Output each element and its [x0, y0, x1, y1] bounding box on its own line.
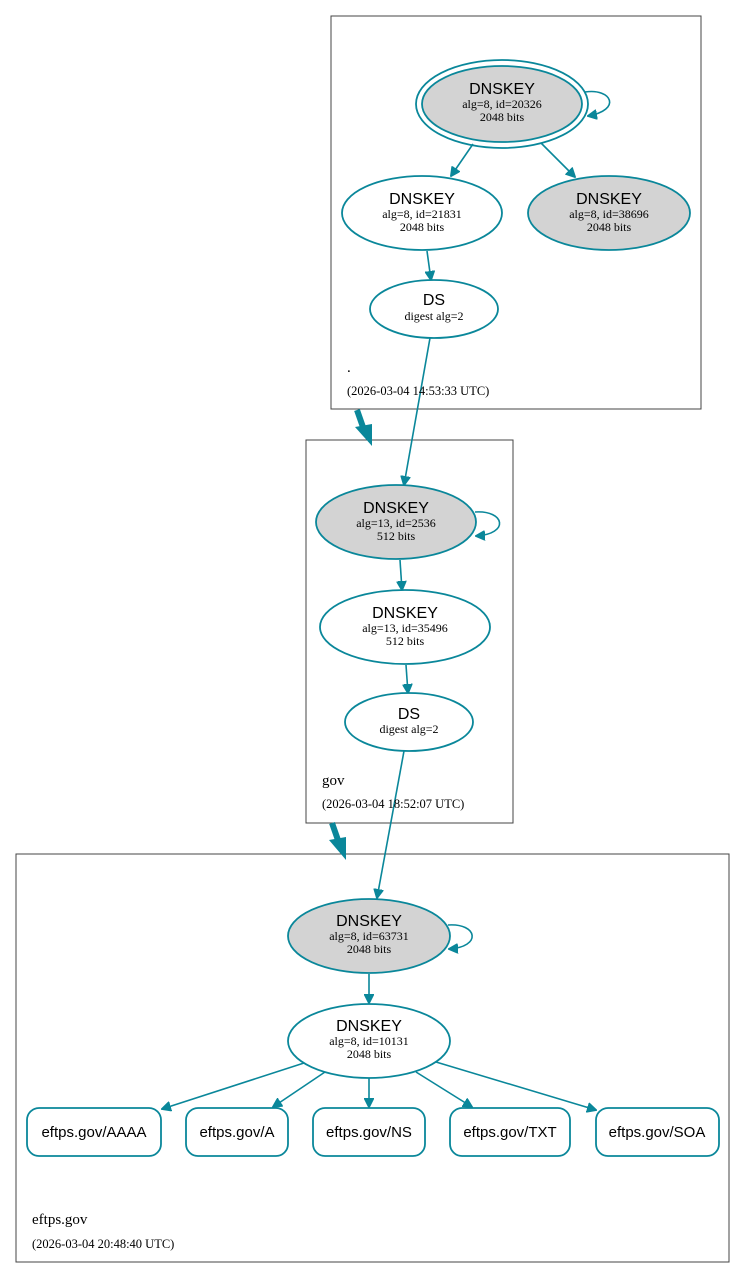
- edge-rootksk-to-zsk1: [451, 143, 474, 176]
- node-key-info: alg=13, id=35496: [362, 621, 448, 635]
- zone-box-gov: [305, 439, 514, 824]
- edge-rootksk-selfsign: [584, 90, 611, 116]
- eftps-zsk-node[interactable]: DNSKEY alg=8, id=10131 2048 bits: [287, 1003, 451, 1079]
- zone-box-eftps: [15, 853, 730, 1263]
- node-key-info: alg=13, id=2536: [356, 516, 436, 530]
- gov-ds-node[interactable]: DS digest alg=2: [344, 692, 474, 752]
- rrset-soa[interactable]: eftps.gov/SOA: [595, 1107, 720, 1157]
- node-key-size: 512 bits: [377, 529, 416, 543]
- node-digest-info: digest alg=2: [379, 722, 438, 736]
- node-title: DS: [398, 706, 420, 723]
- node-title: DS: [423, 292, 445, 309]
- node-key-size: 512 bits: [386, 634, 425, 648]
- node-title: DNSKEY: [389, 191, 455, 208]
- edge-zsk-to-a: [273, 1071, 326, 1107]
- delegation-arrow-gov-to-eftps: [329, 822, 346, 860]
- rrset-label: eftps.gov/A: [199, 1124, 274, 1141]
- zone-timestamp-gov: (2026-03-04 18:52:07 UTC): [322, 797, 464, 811]
- edge-rootksk-to-zsk2: [540, 142, 575, 177]
- edge-zsk-to-aaaa: [162, 1062, 305, 1109]
- root-ksk-node[interactable]: DNSKEY alg=8, id=20326 2048 bits: [415, 59, 589, 149]
- node-title: DNSKEY: [576, 191, 642, 208]
- edge-govzsk-to-ds: [406, 664, 408, 693]
- zone-timestamp-eftps: (2026-03-04 20:48:40 UTC): [32, 1237, 174, 1251]
- node-key-info: alg=8, id=63731: [329, 929, 409, 943]
- zone-timestamp-root: (2026-03-04 14:53:33 UTC): [347, 384, 489, 398]
- edge-zsk-to-soa: [435, 1061, 596, 1110]
- rrset-label: eftps.gov/TXT: [463, 1124, 556, 1141]
- node-key-info: alg=8, id=38696: [569, 207, 649, 221]
- rrset-aaaa[interactable]: eftps.gov/AAAA: [26, 1107, 162, 1157]
- node-title: DNSKEY: [363, 500, 429, 517]
- node-key-size: 2048 bits: [480, 110, 525, 124]
- rrset-a[interactable]: eftps.gov/A: [185, 1107, 289, 1157]
- node-title: DNSKEY: [336, 913, 402, 930]
- rrset-ns[interactable]: eftps.gov/NS: [312, 1107, 426, 1157]
- edge-govksk-to-zsk: [400, 559, 402, 590]
- rrset-label: eftps.gov/NS: [326, 1124, 412, 1141]
- gov-zsk-node[interactable]: DNSKEY alg=13, id=35496 512 bits: [319, 589, 491, 665]
- edge-rootds-to-govksk: [404, 337, 431, 485]
- edge-eftpsksk-selfsign: [448, 924, 473, 949]
- node-key-size: 2048 bits: [587, 220, 632, 234]
- gov-ksk-node[interactable]: DNSKEY alg=13, id=2536 512 bits: [315, 484, 477, 560]
- zone-label-gov: gov: [322, 773, 345, 789]
- edge-rootzsk1-to-ds: [427, 250, 431, 280]
- node-title: DNSKEY: [469, 81, 535, 98]
- rrset-txt[interactable]: eftps.gov/TXT: [449, 1107, 571, 1157]
- root-zsk2-node[interactable]: DNSKEY alg=8, id=38696 2048 bits: [527, 175, 691, 251]
- node-key-info: alg=8, id=20326: [462, 97, 542, 111]
- node-title: DNSKEY: [372, 605, 438, 622]
- node-key-size: 2048 bits: [347, 1047, 392, 1061]
- root-zsk1-node[interactable]: DNSKEY alg=8, id=21831 2048 bits: [341, 175, 503, 251]
- node-title: DNSKEY: [336, 1018, 402, 1035]
- node-key-info: alg=8, id=21831: [382, 207, 462, 221]
- zone-label-root: .: [347, 360, 351, 376]
- rrset-label: eftps.gov/SOA: [609, 1124, 706, 1141]
- zone-label-eftps: eftps.gov: [32, 1212, 88, 1228]
- eftps-ksk-node[interactable]: DNSKEY alg=8, id=63731 2048 bits: [287, 898, 451, 974]
- edge-govds-to-eftpsksk: [377, 750, 405, 898]
- root-ds-node[interactable]: DS digest alg=2: [369, 279, 499, 339]
- node-digest-info: digest alg=2: [404, 309, 463, 323]
- node-key-size: 2048 bits: [347, 942, 392, 956]
- zone-box-root: [330, 15, 702, 410]
- node-key-size: 2048 bits: [400, 220, 445, 234]
- delegation-arrow-root-to-gov: [354, 409, 372, 446]
- edge-zsk-to-txt: [415, 1071, 472, 1107]
- rrset-label: eftps.gov/AAAA: [41, 1124, 146, 1141]
- edge-govksk-selfsign: [475, 511, 501, 536]
- node-key-info: alg=8, id=10131: [329, 1034, 409, 1048]
